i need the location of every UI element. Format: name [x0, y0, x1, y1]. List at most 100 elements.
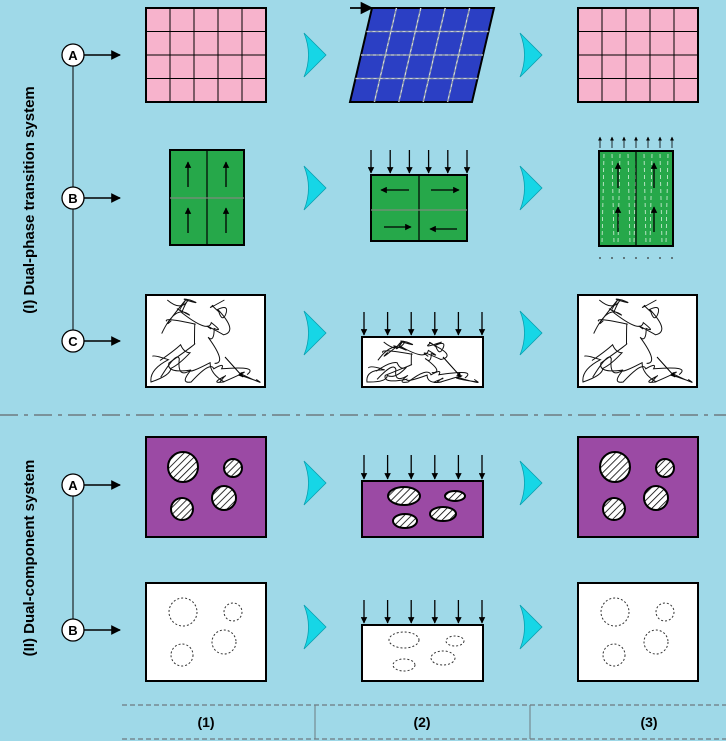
domain-streak	[659, 153, 663, 244]
marker-letter: A	[68, 48, 78, 63]
marker-circle	[61, 329, 85, 353]
marker-letter: B	[68, 623, 77, 638]
marker-circle	[61, 186, 85, 210]
domain-streak	[643, 153, 647, 244]
row-markers: A B C A B	[61, 43, 121, 642]
white-matrix-initial	[145, 582, 267, 682]
polymer-chain	[160, 356, 251, 383]
blue-skewed-grid	[348, 7, 496, 103]
release-dot	[635, 257, 637, 259]
white-matrix-compressed	[361, 624, 484, 682]
polymer-chain	[366, 362, 407, 383]
polymer-chain	[161, 298, 197, 334]
pink-grid-initial	[145, 7, 267, 103]
column-label-bar: (1) (2) (3)	[122, 704, 726, 740]
polymer-chain	[206, 299, 231, 336]
row-I-A	[145, 1, 699, 103]
chevron-arrow	[303, 165, 327, 211]
release-dot	[659, 257, 661, 259]
marker-circle	[61, 618, 85, 642]
polymer-chain	[423, 341, 448, 361]
polymer-chain	[166, 299, 221, 364]
column-label-2: (2)	[413, 714, 430, 730]
release-dot	[647, 257, 649, 259]
polymer-chain	[383, 340, 438, 374]
row-marker: A	[61, 43, 121, 67]
compression-arrows-B	[367, 150, 471, 174]
row-II-A	[145, 436, 699, 538]
pink-grid-recovered	[577, 7, 699, 103]
polymer-chain	[597, 319, 657, 383]
marker-circle	[61, 473, 85, 497]
row-I-B	[169, 136, 674, 259]
release-dot	[623, 257, 625, 259]
chain-box-recovered	[577, 294, 698, 388]
compression-arrows-IIB	[360, 600, 486, 624]
release-dot	[599, 257, 601, 259]
marker-letter: A	[68, 478, 78, 493]
release-dot	[671, 257, 673, 259]
chevron-arrow	[303, 310, 327, 356]
domain-streak	[611, 153, 615, 244]
row-marker: C	[61, 329, 121, 353]
column-label-3: (3)	[640, 714, 657, 730]
row-marker: A	[61, 473, 121, 497]
domain-streak	[627, 153, 631, 244]
dotted-particles-initial	[168, 597, 243, 667]
polymer-chain	[592, 356, 683, 383]
chain-box-initial	[145, 294, 266, 388]
polymer-chain	[165, 319, 225, 383]
domain-streak	[665, 153, 669, 244]
chevron-arrow	[519, 604, 543, 650]
green-block-recovered	[598, 136, 674, 259]
hatched-particles-initial	[167, 451, 243, 521]
purple-matrix-recovered	[577, 436, 699, 538]
polymer-chain	[638, 299, 663, 336]
chevron-arrow	[519, 32, 543, 78]
chevron-arrow	[519, 165, 543, 211]
dotted-particles-compressed	[388, 631, 465, 672]
chain-arrow	[656, 356, 676, 378]
dotted-particles-recovered	[600, 597, 675, 667]
section-label-I: (I) Dual-phase transition system	[21, 86, 38, 314]
section-label-II: (II) Dual-component system	[21, 460, 38, 657]
white-matrix-recovered	[577, 582, 699, 682]
polymer-chain	[598, 299, 653, 364]
polymer-chain	[376, 366, 469, 383]
row-II-B	[145, 582, 699, 682]
row-I-C	[145, 294, 698, 388]
purple-matrix-compressed	[361, 480, 484, 538]
green-block-compressed	[370, 174, 468, 242]
release-dot	[611, 257, 613, 259]
polymer-chains-initial	[150, 298, 261, 383]
chain-arrow	[442, 356, 462, 378]
column-label-1: (1)	[197, 714, 214, 730]
chevron-arrow	[303, 604, 327, 650]
chain-arrow	[224, 356, 244, 378]
polymer-chain	[593, 298, 629, 334]
green-block-initial	[169, 149, 245, 246]
polymer-chains-compressed	[366, 340, 479, 384]
purple-matrix-initial	[145, 436, 267, 538]
row-marker: B	[61, 186, 121, 210]
marker-letter: C	[68, 334, 78, 349]
polymer-chain	[582, 343, 624, 383]
row-marker: B	[61, 618, 121, 642]
chevron-arrow	[519, 310, 543, 356]
domain-streak	[601, 153, 605, 244]
polymer-chain	[150, 343, 192, 383]
chevron-arrow	[519, 460, 543, 506]
polymer-chains-recovered	[582, 298, 693, 383]
polymer-chain	[382, 350, 442, 383]
hatched-particles-recovered	[599, 451, 675, 521]
compression-arrows-C	[360, 312, 486, 336]
hatched-particles-compressed	[387, 486, 466, 529]
marker-circle	[61, 43, 85, 67]
compression-arrows-IIA	[360, 455, 486, 480]
chevron-arrow	[303, 460, 327, 506]
chevron-arrow	[303, 32, 327, 78]
marker-letter: B	[68, 191, 77, 206]
transition-chevrons	[303, 32, 543, 650]
